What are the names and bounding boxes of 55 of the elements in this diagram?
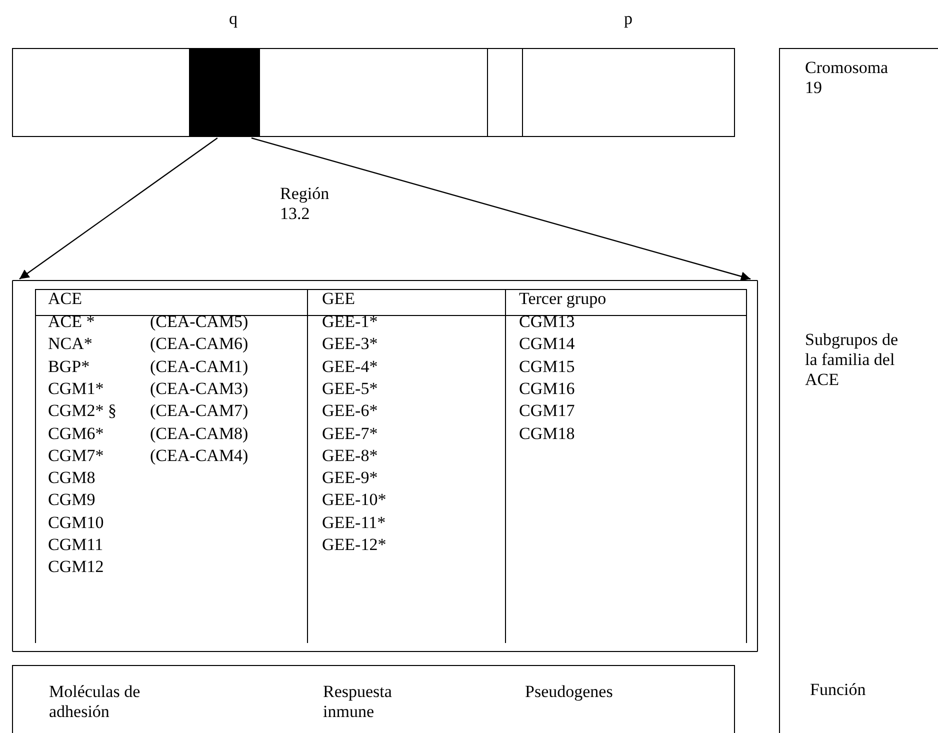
table-cell: (CEA-CAM8) [150, 424, 248, 444]
table-cell: GEE-7* [322, 424, 378, 444]
function-label: Respuesta inmune [323, 682, 393, 722]
table-frame [12, 280, 758, 652]
table-cell: (CEA-CAM1) [150, 356, 248, 377]
arrow [19, 138, 218, 280]
chromosome-band [189, 48, 260, 137]
table-cell: CGM9 [48, 490, 96, 510]
table-cell: CGM2* § [48, 401, 116, 422]
table-cell: CGM17 [519, 401, 575, 422]
arm-label: q [229, 9, 238, 29]
table-cell: GEE-8* [322, 446, 378, 466]
table-cell: CGM11 [48, 535, 104, 555]
table-cell: BGP* [48, 356, 90, 377]
chromosome-bar [12, 48, 735, 137]
table-cell: CGM1* [48, 378, 104, 399]
header-cell: GEE [322, 289, 356, 309]
table-cell: (CEA-CAM4) [150, 446, 248, 466]
table-cell: GEE-9* [322, 468, 378, 488]
table-cell: (CEA-CAM7) [150, 401, 248, 422]
function-box [12, 665, 735, 733]
table-cell: CGM7* [48, 446, 104, 466]
table-cell: NCA* [48, 334, 92, 354]
function-label: Pseudogenes [525, 682, 614, 702]
centromere-segment [487, 48, 523, 137]
table-cell: CGM15 [519, 356, 575, 377]
table-cell: ACE * [48, 312, 95, 332]
table-cell: CGM18 [519, 424, 575, 444]
table-cell: CGM16 [519, 378, 575, 399]
table-cell: GEE-5* [322, 378, 378, 399]
table-cell: (CEA-CAM5) [150, 312, 248, 332]
table-cell: CGM14 [519, 334, 575, 354]
side-caption: Subgrupos de la familia del ACE [805, 330, 900, 390]
table-cell: GEE-10* [322, 490, 386, 510]
arm-label: p [624, 9, 632, 29]
arrow [251, 137, 751, 281]
table-cell: (CEA-CAM3) [150, 378, 248, 399]
table-cell: GEE-4* [322, 356, 378, 377]
function-label: Moléculas de adhesión [49, 682, 142, 722]
table-cell: GEE-12* [322, 535, 386, 555]
table-cell: GEE-6* [322, 401, 378, 422]
region-label: Región 13.2 [280, 184, 330, 224]
table-cell: CGM6* [48, 424, 104, 444]
table-cell: CGM10 [48, 512, 104, 533]
table-cell: CGM8 [48, 468, 96, 488]
header-cell: Tercer grupo [519, 289, 606, 309]
table-cell: GEE-1* [322, 312, 378, 332]
table-cell: CGM13 [519, 312, 575, 332]
side-caption: Función [810, 680, 866, 700]
header-cell: ACE [48, 289, 82, 309]
table-cell: CGM12 [48, 557, 104, 578]
table-cell: (CEA-CAM6) [150, 334, 248, 354]
side-caption: Cromosoma 19 [805, 58, 890, 98]
table-cell: GEE-11* [322, 512, 386, 533]
table-cell: GEE-3* [322, 334, 378, 354]
